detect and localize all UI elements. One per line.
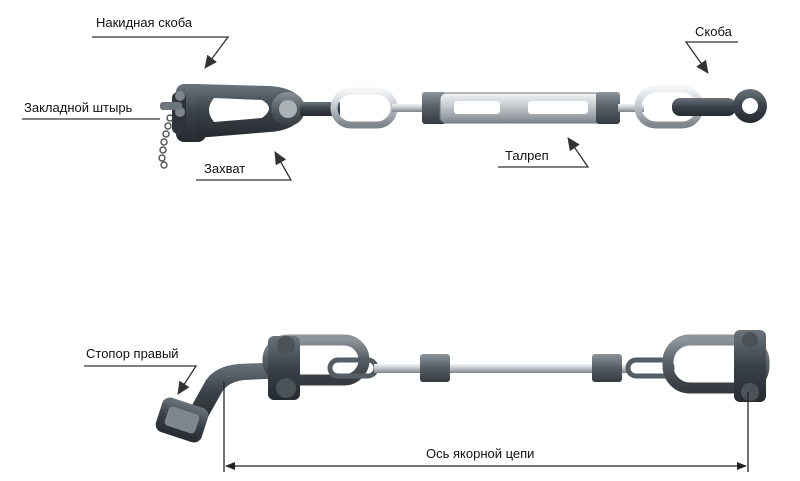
label-shackle-cover: Накидная скоба bbox=[96, 15, 193, 30]
bottom-assembly bbox=[155, 330, 770, 443]
top-assembly bbox=[158, 84, 767, 169]
left-shackle-part bbox=[262, 334, 370, 400]
chain-link-left bbox=[330, 87, 398, 129]
top-leaders bbox=[22, 36, 738, 181]
grip-part bbox=[196, 84, 306, 138]
stopper-head bbox=[155, 397, 209, 443]
bottom-dimension bbox=[84, 365, 749, 472]
label-axis: Ось якорной цепи bbox=[426, 446, 535, 461]
pin-chain bbox=[158, 114, 174, 169]
turnbuckle-rod-right bbox=[618, 104, 644, 112]
label-shackle: Скоба bbox=[695, 24, 732, 39]
grip-rod bbox=[300, 102, 340, 116]
label-turnbuckle: Талреп bbox=[505, 148, 549, 163]
turnbuckle-part bbox=[422, 92, 620, 124]
label-pin: Закладной штырь bbox=[24, 100, 133, 115]
bottom-collar-left bbox=[420, 354, 450, 382]
right-shackle-part bbox=[662, 330, 770, 402]
turnbuckle-rod-left bbox=[392, 104, 426, 112]
leader-shackle-cover bbox=[92, 36, 230, 69]
bottom-collar-right bbox=[592, 354, 622, 382]
leader-stopper bbox=[84, 365, 198, 395]
leader-grip bbox=[196, 151, 293, 181]
end-shackle-part bbox=[672, 89, 767, 123]
leader-shackle bbox=[684, 41, 738, 74]
label-grip: Захват bbox=[204, 161, 246, 176]
label-stopper: Стопор правый bbox=[86, 346, 179, 361]
stopper-arm bbox=[186, 362, 286, 424]
bottom-chain-link-left bbox=[327, 357, 379, 379]
leader-turnbuckle bbox=[498, 137, 590, 168]
bottom-rod bbox=[374, 364, 628, 373]
